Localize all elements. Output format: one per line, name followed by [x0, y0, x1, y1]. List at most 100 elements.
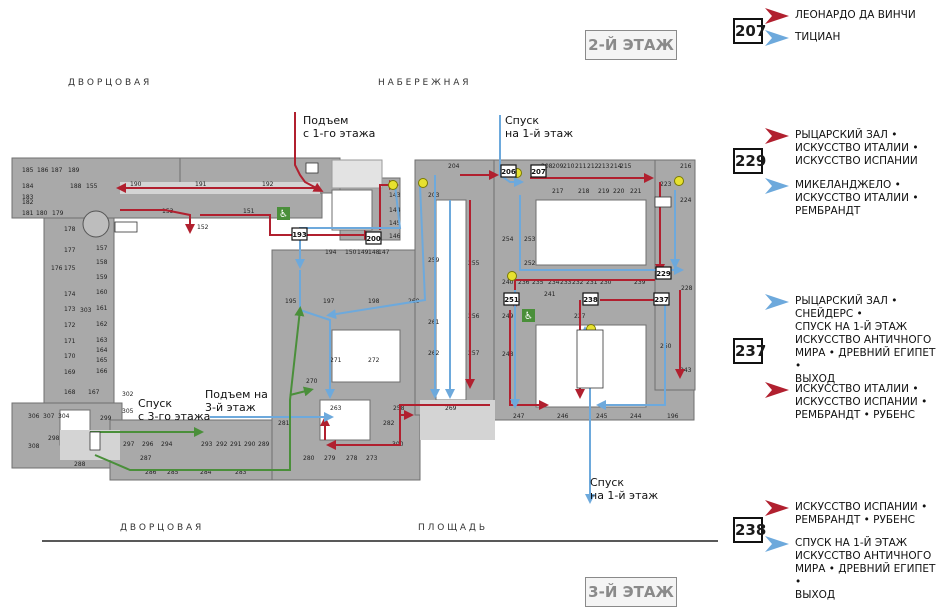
room-number-217: 217	[552, 188, 564, 195]
map-badge-206[interactable]: 206	[500, 164, 517, 178]
room-number-270: 270	[306, 378, 318, 385]
room-number-216: 216	[680, 163, 692, 170]
room-number-210: 210	[563, 163, 575, 170]
room-number-212: 212	[587, 163, 599, 170]
legend-line: ЛЕОНАРДО ДА ВИНЧИ	[795, 9, 916, 21]
room-number-288: 288	[74, 461, 86, 468]
callout-up-to-3: Подъем на 3-й этаж	[205, 388, 268, 414]
room-number-254: 254	[502, 236, 514, 243]
street-top-left: Д В О Р Ц О В А Я	[68, 78, 150, 88]
legend-line: РЕМБРАНДТ	[795, 205, 861, 217]
room-number-150: 150	[345, 249, 357, 256]
room-number-174: 174	[64, 291, 76, 298]
room-number-273: 273	[366, 455, 378, 462]
room-number-247: 247	[513, 413, 525, 420]
room-number-176: 176	[51, 265, 63, 272]
room-number-208: 208	[541, 163, 553, 170]
room-number-163: 163	[96, 337, 108, 344]
map-badge-193[interactable]: 193	[291, 227, 308, 241]
map-badge-251[interactable]: 251	[503, 292, 520, 306]
room-number-192: 192	[262, 181, 274, 188]
room-number-261: 261	[428, 319, 440, 326]
room-number-168: 168	[64, 389, 76, 396]
room-number-271: 271	[330, 357, 342, 364]
room-number-159: 159	[96, 274, 108, 281]
room-number-177: 177	[64, 247, 76, 254]
room-number-184: 184	[22, 183, 34, 190]
svg-text:193: 193	[292, 231, 307, 239]
room-number-158: 158	[96, 259, 108, 266]
legend-route-text: ИСКУССТВО ИСПАНИИ •РЕМБРАНДТ • РУБЕНС	[795, 501, 927, 527]
legend-route-text: МИКЕЛАНДЖЕЛО •ИСКУССТВО ИТАЛИИ •РЕМБРАНД…	[795, 179, 919, 218]
room-number-291: 291	[230, 441, 242, 448]
room-number-170: 170	[64, 353, 76, 360]
legend-line: ИСКУССТВО АНТИЧНОГО	[795, 334, 932, 346]
legend-line: ТИЦИАН	[795, 31, 841, 43]
map-badge-238[interactable]: 238	[582, 292, 599, 306]
room-number-228: 228	[681, 285, 693, 292]
room-number-289: 289	[258, 441, 270, 448]
room-number-263: 263	[330, 405, 342, 412]
room-number-194: 194	[325, 249, 337, 256]
room-number-241: 241	[544, 291, 556, 298]
room-number-189: 189	[68, 167, 80, 174]
room-number-172: 172	[64, 322, 76, 329]
blue-route	[210, 115, 684, 504]
room-number-262: 262	[428, 350, 440, 357]
red-arrow-icon	[765, 500, 789, 516]
callout-down-to-1-bottom: Спуск на 1-й этаж	[590, 476, 658, 502]
room-number-185: 185	[22, 167, 34, 174]
room-number-186: 186	[37, 167, 49, 174]
legend-line: ИСКУССТВО ИТАЛИИ •	[795, 383, 919, 395]
map-badge-229[interactable]: 229	[655, 266, 672, 280]
legend-line: СПУСК НА 1-Й ЭТАЖ	[795, 537, 908, 549]
stairs-icon	[89, 162, 672, 451]
room-number-173: 173	[64, 306, 76, 313]
room-number-166: 166	[96, 368, 108, 375]
room-number-233: 233	[560, 279, 572, 286]
room-number-221: 221	[630, 188, 642, 195]
map-badge-207[interactable]: 207	[530, 164, 547, 178]
svg-text:200: 200	[366, 235, 381, 243]
room-number-143: 143	[389, 192, 401, 199]
room-number-239: 239	[634, 279, 646, 286]
room-number-149: 149	[357, 249, 369, 256]
room-number-180: 180	[36, 210, 48, 217]
room-number-235: 235	[532, 279, 544, 286]
blue-arrow-icon	[765, 30, 789, 46]
room-number-246: 246	[557, 413, 569, 420]
room-number-215: 215	[620, 163, 632, 170]
room-number-282: 282	[383, 420, 395, 427]
floor-2-button[interactable]: 2-Й ЭТАЖ	[585, 30, 677, 60]
svg-text:♿: ♿	[279, 209, 288, 220]
room-number-214: 214	[610, 163, 622, 170]
callout-down-to-1-top: Спуск на 1-й этаж	[505, 114, 573, 140]
map-badge-237[interactable]: 237	[653, 292, 670, 306]
rotunda	[82, 210, 110, 238]
room-number-169: 169	[64, 369, 76, 376]
room-number-306: 306	[28, 413, 40, 420]
room-number-148: 148	[368, 249, 380, 256]
room-number-245: 245	[596, 413, 608, 420]
callout-line: Спуск	[138, 397, 173, 410]
room-number-243: 243	[680, 367, 692, 374]
svg-text:207: 207	[531, 168, 546, 176]
room-number-204: 204	[448, 163, 460, 170]
room-number-188: 188	[70, 183, 82, 190]
room-number-152: 152	[197, 224, 209, 231]
room-number-157: 157	[96, 245, 108, 252]
legend-line: РЫЦАРСКИЙ ЗАЛ •	[795, 129, 898, 141]
room-number-234: 234	[548, 279, 560, 286]
room-number-290: 290	[244, 441, 256, 448]
room-number-299: 299	[100, 415, 112, 422]
map-badges: 193 200 206 207 229 251 238 237	[291, 164, 672, 306]
legend-line: РЫЦАРСКИЙ ЗАЛ •	[795, 295, 898, 307]
floor-3-button[interactable]: 3-Й ЭТАЖ	[585, 577, 677, 607]
map-badge-200[interactable]: 200	[365, 231, 382, 245]
legend-line: ИСКУССТВО ИТАЛИИ •	[795, 192, 919, 204]
room-number-175: 175	[64, 265, 76, 272]
room-number-191: 191	[195, 181, 207, 188]
room-number-181: 181	[22, 210, 34, 217]
